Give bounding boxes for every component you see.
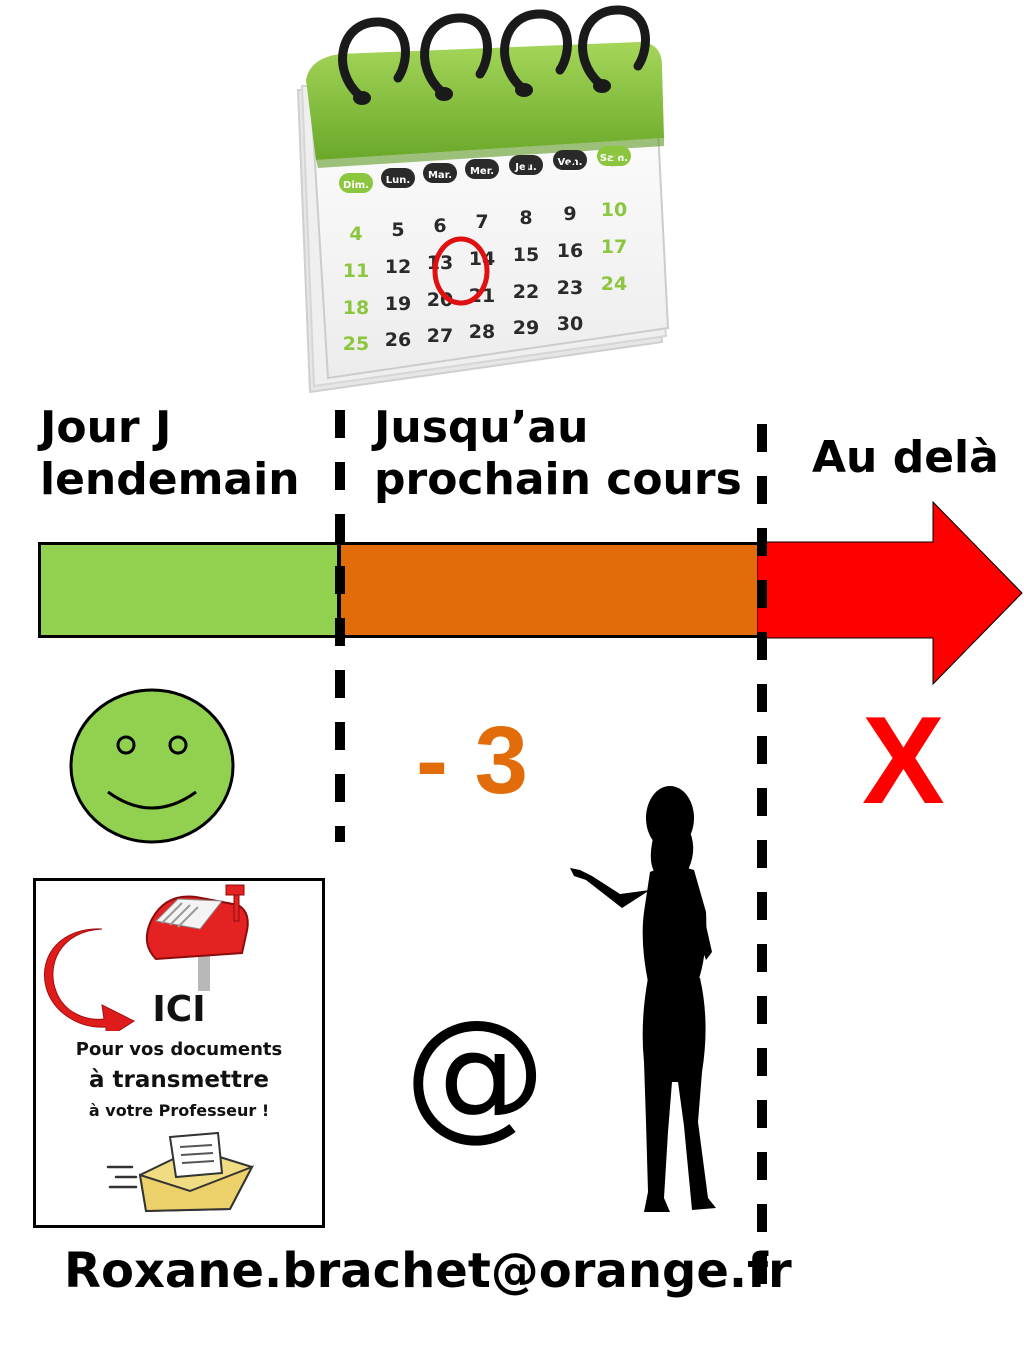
calendar-day-15: 15 — [513, 244, 539, 266]
mailbox-line1: Pour vos documents — [75, 1039, 283, 1060]
day-name-2: Mar. — [423, 163, 457, 183]
zone2-penalty: - 3 — [416, 707, 529, 814]
calendar-day-25: 25 — [343, 333, 369, 355]
email-address[interactable]: Roxane.brachet@orange.fr — [64, 1243, 792, 1299]
woman-silhouette-icon — [570, 786, 716, 1212]
calendar-day-5: 5 — [391, 219, 404, 241]
calendar-day-21: 21 — [469, 285, 495, 307]
calendar-day-30: 30 — [557, 313, 583, 335]
day-name-3: Mer. — [465, 159, 499, 179]
curved-arrow-icon — [44, 928, 136, 1031]
calendar-day-26: 26 — [385, 329, 411, 351]
svg-text:Dim.: Dim. — [343, 180, 369, 191]
mailbox-line2: à transmettre — [89, 1067, 269, 1093]
svg-text:Sam.: Sam. — [600, 153, 628, 164]
calendar-day-17: 17 — [601, 236, 627, 258]
svg-text:Ven.: Ven. — [558, 157, 583, 168]
calendar-day-16: 16 — [557, 240, 583, 262]
zone3-arrow — [757, 500, 1023, 686]
day-name-6: Sam. — [597, 146, 631, 166]
calendar-day-6: 6 — [433, 215, 446, 237]
smiley-icon — [69, 688, 235, 844]
zone2-label-line2: prochain cours — [374, 453, 742, 505]
mailbox-box: ICI Pour vos documents à transmettre à v… — [33, 878, 325, 1228]
calendar-day-9: 9 — [563, 203, 576, 225]
day-name-0: Dim. — [339, 173, 373, 193]
calendar-day-3: 3 — [607, 149, 620, 171]
zone1-label-line2: lendemain — [40, 453, 300, 505]
zone1-label-line1: Jour J — [40, 402, 172, 453]
zone1-label: Jour J lendemain — [40, 402, 300, 506]
zone2-label: Jusqu’au prochain cours — [374, 402, 742, 506]
day-name-1: Lun. — [381, 168, 415, 188]
mailbox-title: ICI — [152, 989, 206, 1030]
at-symbol: @ — [404, 990, 546, 1155]
calendar-day-22: 22 — [513, 281, 539, 303]
day-name-5: Ven. — [553, 150, 587, 170]
svg-text:Mar.: Mar. — [428, 170, 452, 181]
calendar-day-2: 2 — [563, 153, 576, 175]
calendar-day-24: 24 — [601, 273, 627, 295]
calendar-day-1: 1 — [519, 157, 532, 179]
calendar-day-4: 4 — [349, 223, 362, 245]
calendar-day-27: 27 — [427, 325, 453, 347]
svg-text:Lun.: Lun. — [386, 175, 410, 186]
highlight-circle — [432, 236, 490, 306]
zone2-bar — [338, 542, 760, 638]
separator-dashed-line-1 — [335, 410, 345, 842]
zone1-bar — [38, 542, 340, 638]
calendar-day-7: 7 — [475, 211, 488, 233]
calendar-day-10: 10 — [601, 199, 627, 221]
calendar-day-12: 12 — [385, 256, 411, 278]
zone2-label-line1: Jusqu’au — [374, 402, 589, 453]
envelope-icon — [106, 1131, 255, 1213]
calendar-day-18: 18 — [343, 297, 369, 319]
zone3-label: Au delà — [812, 432, 999, 483]
calendar-day-8: 8 — [519, 207, 532, 229]
separator-dashed-line-2 — [757, 424, 767, 1304]
mailbox-icon — [145, 884, 249, 991]
calendar-day-11: 11 — [343, 260, 369, 282]
svg-text:Jeu.: Jeu. — [514, 162, 536, 173]
svg-text:Mer.: Mer. — [470, 166, 494, 177]
calendar-day-23: 23 — [557, 277, 583, 299]
calendar-day-29: 29 — [513, 317, 539, 339]
calendar-day-28: 28 — [469, 321, 495, 343]
calendar-day-19: 19 — [385, 293, 411, 315]
day-name-4: Jeu. — [509, 155, 543, 175]
mailbox-line3: à votre Professeur ! — [88, 1101, 270, 1120]
zone3-penalty: X — [862, 692, 945, 830]
